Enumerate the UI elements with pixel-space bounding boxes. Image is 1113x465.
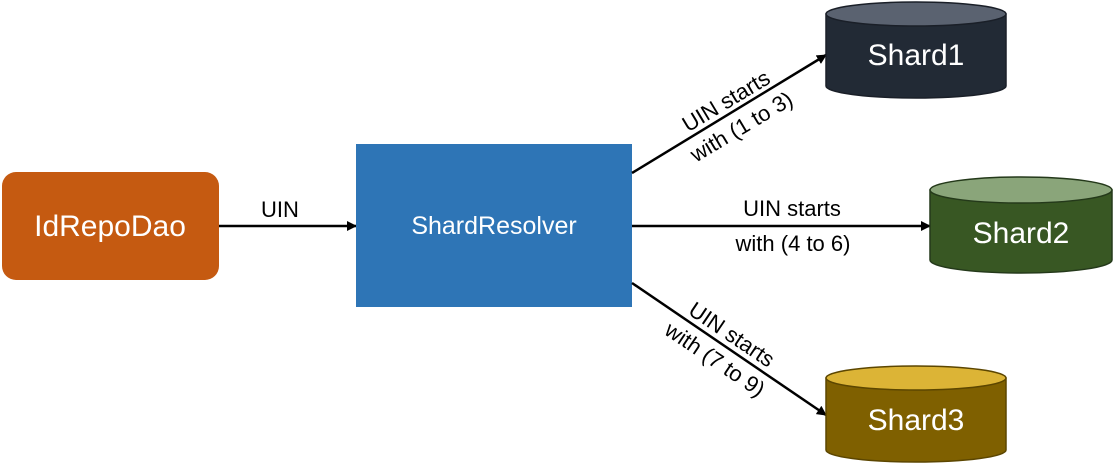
shard3-label: Shard3	[868, 404, 965, 437]
shard2-database-icon: Shard2	[929, 176, 1113, 274]
shard2-label: Shard2	[973, 217, 1070, 250]
edge-shard2-label-line2: with (4 to 6)	[735, 231, 851, 256]
idrepodao-label: IdRepoDao	[34, 210, 186, 243]
shardresolver-label: ShardResolver	[411, 212, 576, 240]
edge-uin-label: UIN	[261, 197, 299, 222]
shard1-database-icon: Shard1	[825, 1, 1007, 99]
edge-shard2-label-line1: UIN starts	[743, 196, 841, 221]
shard3-database-icon: Shard3	[825, 365, 1007, 463]
edge-dao-to-resolver: UIN	[219, 197, 357, 231]
shardresolver-node: ShardResolver	[356, 144, 632, 307]
edge-to-shard1: UIN starts with (1 to 3)	[631, 53, 827, 175]
idrepodao-node: IdRepoDao	[2, 172, 219, 280]
shard1-label: Shard1	[868, 39, 965, 72]
edge-to-shard3: UIN starts with (7 to 9)	[631, 281, 827, 417]
edge-to-shard2: UIN starts with (4 to 6)	[632, 196, 931, 256]
